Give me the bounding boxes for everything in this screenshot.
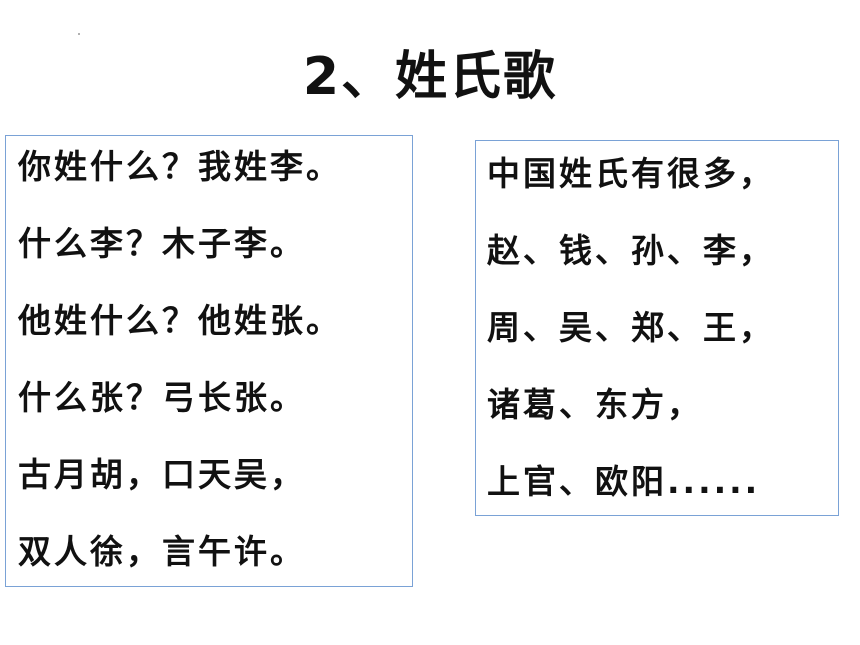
right-poem-line: 赵、钱、孙、李，: [487, 231, 775, 270]
left-poem-line: 双人徐，言午许。: [18, 532, 306, 571]
right-poem-box: 中国姓氏有很多， 赵、钱、孙、李， 周、吴、郑、王， 诸葛、东方， 上官、欧阳.…: [475, 140, 839, 516]
stray-dot: [78, 33, 80, 35]
left-poem-line: 什么李？木子李。: [18, 224, 306, 263]
left-poem-line: 他姓什么？他姓张。: [18, 301, 342, 340]
left-poem-line: 古月胡，口天吴，: [18, 455, 306, 494]
page-title: 2、姓氏歌: [302, 47, 558, 107]
left-poem-line: 什么张？弓长张。: [18, 378, 306, 417]
left-poem-line: 你姓什么？我姓李。: [18, 147, 342, 186]
right-poem-line: 中国姓氏有很多，: [487, 154, 775, 193]
right-poem-line: 上官、欧阳......: [487, 462, 761, 501]
left-poem-box: 你姓什么？我姓李。 什么李？木子李。 他姓什么？他姓张。 什么张？弓长张。 古月…: [5, 135, 413, 587]
right-poem-line: 周、吴、郑、王，: [487, 308, 775, 347]
right-poem-line: 诸葛、东方，: [487, 385, 703, 424]
